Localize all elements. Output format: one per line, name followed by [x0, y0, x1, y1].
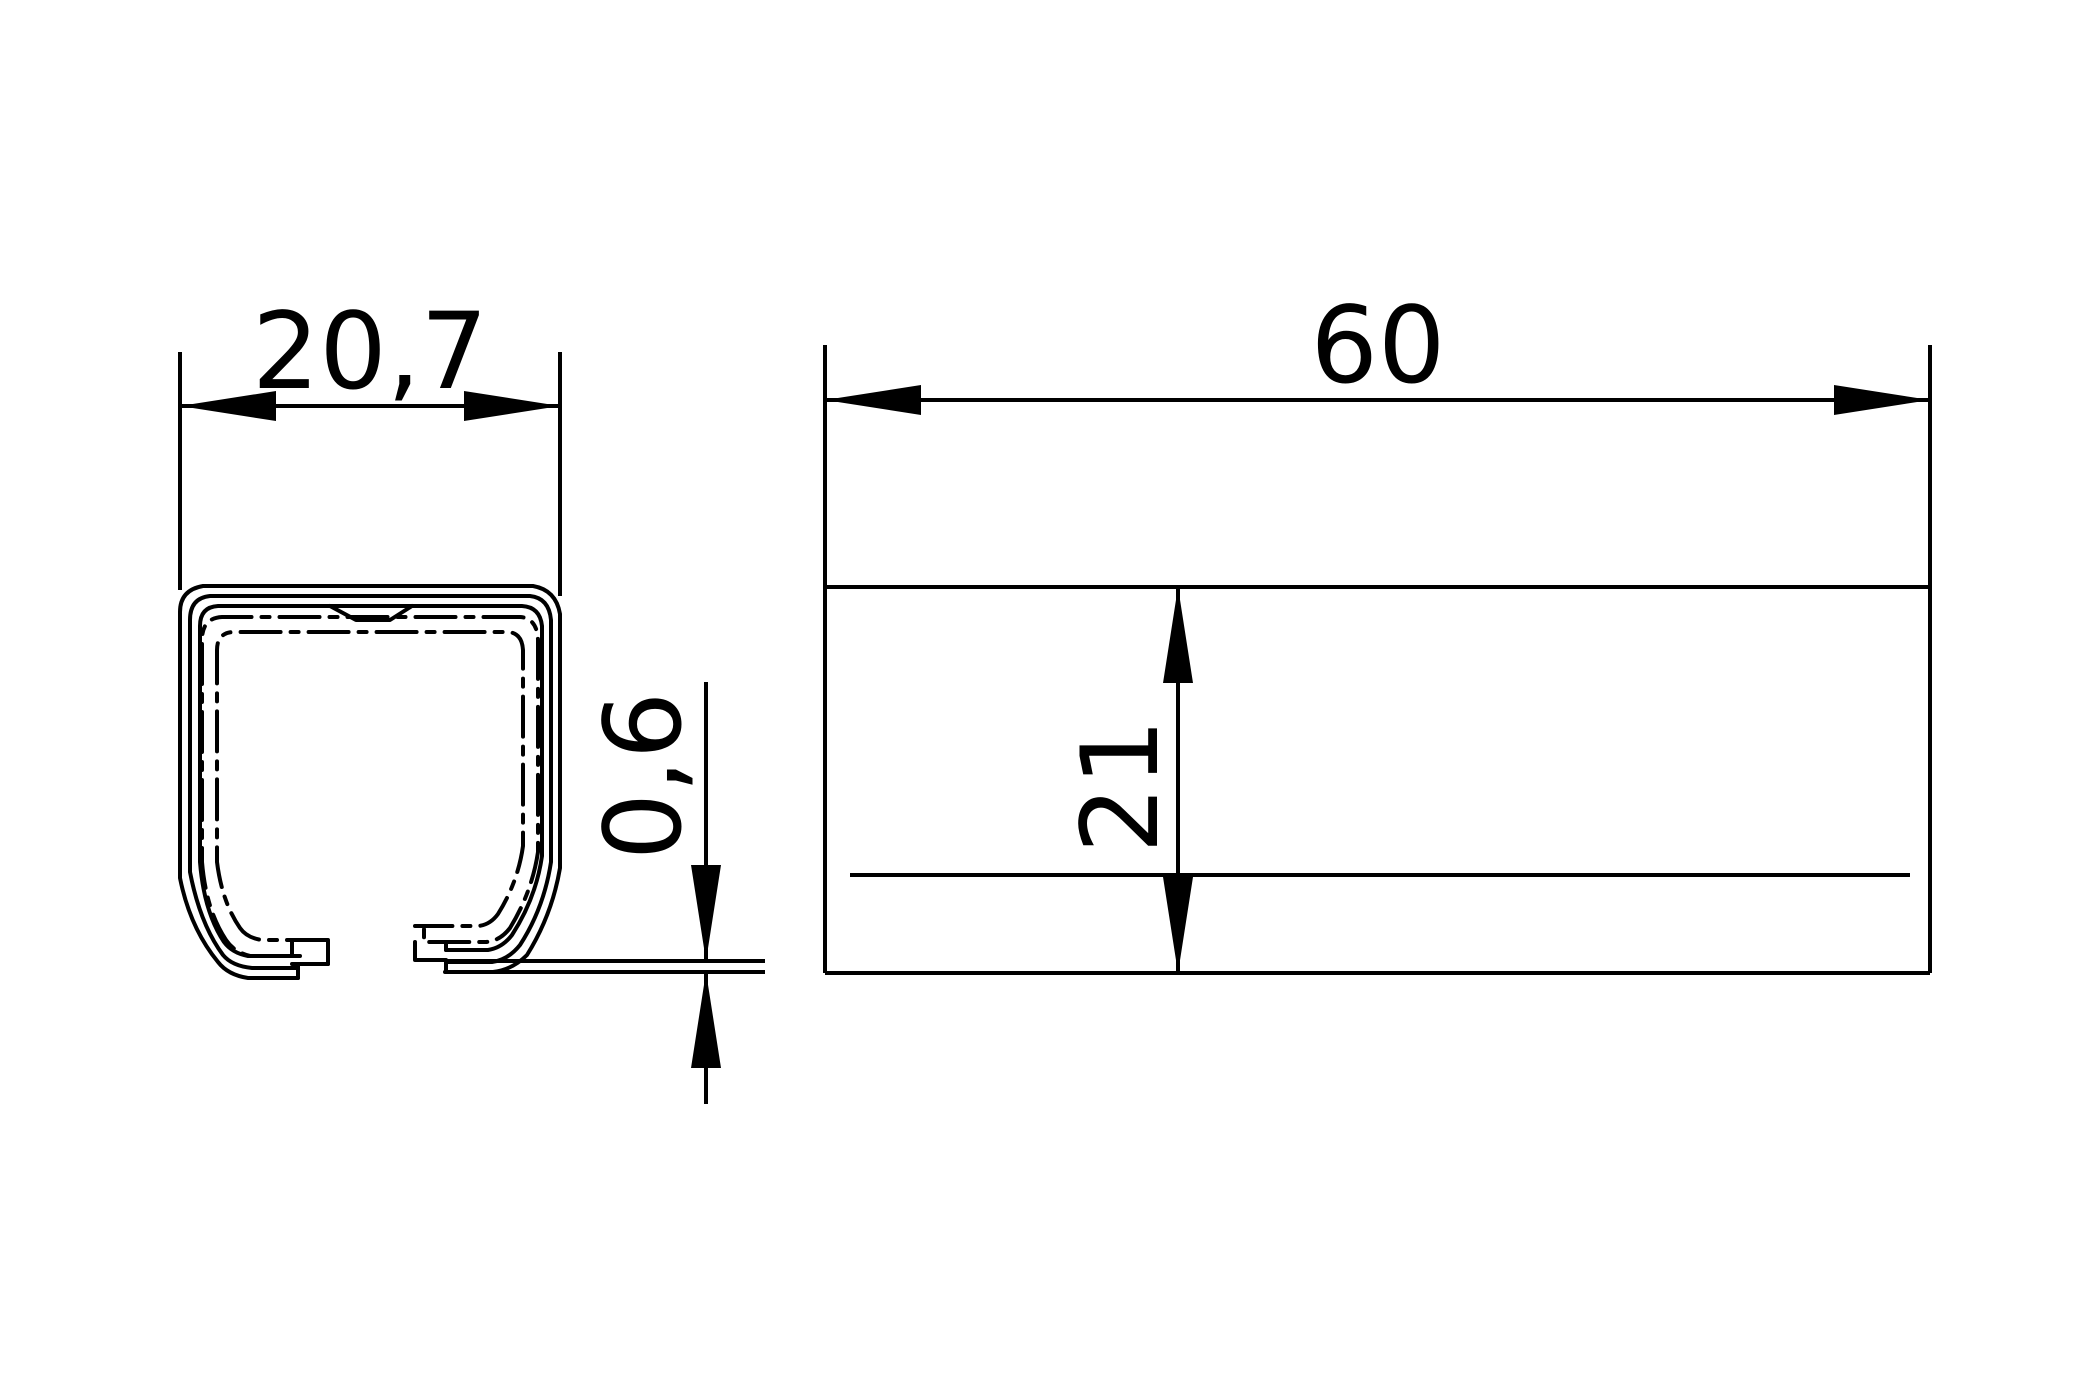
- profile-hidden-contour-inner: [215, 630, 525, 942]
- dimension-height: 21: [1059, 587, 1193, 973]
- dimension-text-width: 20,7: [252, 290, 488, 413]
- profile-outer-contour: [178, 584, 562, 980]
- profile-middle-contour: [198, 604, 544, 958]
- dimension-text-height: 21: [1059, 719, 1182, 854]
- dimension-text-thickness: 0,6: [582, 692, 705, 861]
- profile-section-view: [178, 584, 562, 980]
- dimension-text-length: 60: [1311, 284, 1446, 407]
- dimension-thickness: [446, 682, 765, 1104]
- dimension-width: 20,7: [178, 290, 562, 596]
- side-view: [823, 345, 1932, 975]
- profile-outer-contour-2: [188, 594, 553, 970]
- dimension-length: 60: [825, 284, 1930, 415]
- profile-right-lip: [413, 940, 448, 974]
- profile-left-lip: [290, 938, 330, 980]
- profile-top-notch: [328, 604, 414, 622]
- profile-hidden-contour-outer: [200, 615, 540, 966]
